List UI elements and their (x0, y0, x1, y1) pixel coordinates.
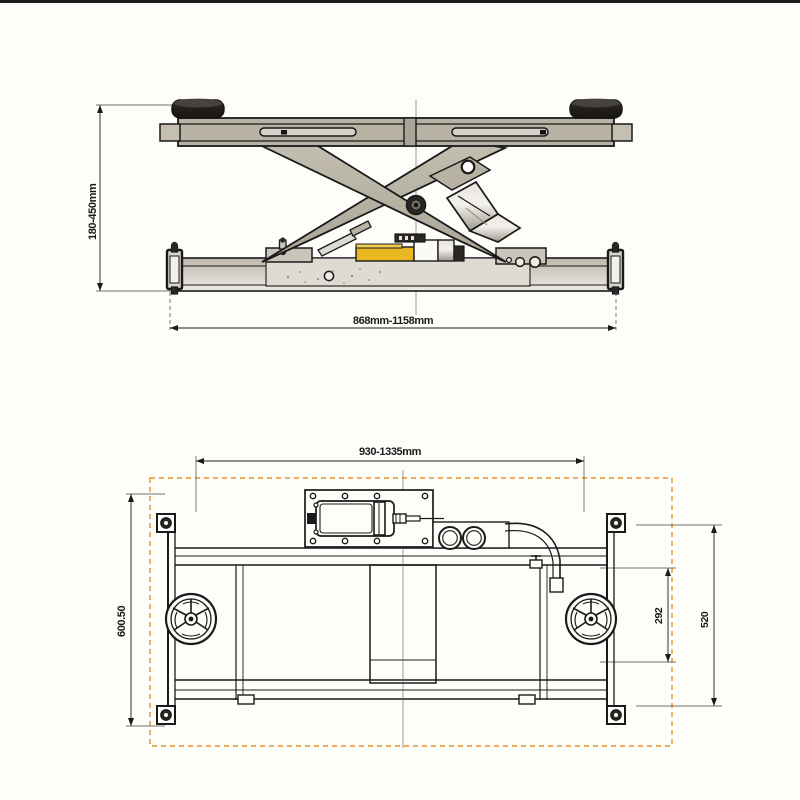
pump-valve-bar (394, 233, 426, 243)
cylinder-mount-lug (307, 513, 316, 524)
hose-terminal-block (549, 577, 564, 593)
lower-tie-rod (317, 220, 372, 257)
mounting-bracket-top-right (606, 513, 626, 533)
platform-width-dimension: 930-1335mm (195, 446, 585, 512)
caster-wheel-left (164, 592, 218, 646)
cylinder-rod (468, 212, 522, 243)
yellow-hydraulic-pump-block (355, 233, 465, 262)
platform-slot-left (259, 127, 357, 137)
inner-track-label: 292 (653, 607, 665, 624)
rubber-lift-pad-left (171, 98, 225, 119)
hose-bracket (529, 555, 543, 569)
base-end-cap-right (606, 241, 625, 295)
outer-track-dimension: 520 (636, 524, 722, 707)
travel-envelope-boundary (149, 477, 673, 747)
arm-wing-pivot-hole (460, 159, 476, 175)
lower-rail-details (237, 694, 536, 705)
inner-track-dimension: 292 (600, 567, 676, 663)
hydraulic-hose (504, 522, 564, 593)
hydraulic-power-unit (304, 489, 444, 548)
scissor-arm-assembly (256, 129, 522, 263)
platform-center-joint (403, 117, 417, 147)
overall-depth-dimension: 600.50 (116, 493, 165, 727)
overall-depth-label: 600.50 (116, 605, 128, 637)
side-elevation-view: 180-450mm (87, 98, 633, 331)
hydraulic-cylinder (445, 180, 522, 243)
pump-housing (413, 239, 439, 262)
base-assembly (165, 237, 625, 295)
caster-wheel-right (564, 592, 618, 646)
base-end-cap-left (165, 241, 184, 295)
right-carriage-roller-b (528, 255, 541, 268)
rubber-lift-pad-right (569, 98, 623, 119)
base-slide-track (265, 257, 531, 287)
right-carriage-roller-a (514, 256, 526, 268)
power-unit-plate-bolts (309, 492, 429, 545)
mounting-bracket-top-left (156, 513, 176, 533)
mounting-bracket-bottom-left (156, 705, 176, 725)
base-length-dimension: 868mm-1158mm (169, 292, 617, 331)
top-edge-bar (0, 0, 800, 3)
mounting-bracket-bottom-right (606, 705, 626, 725)
platform-width-label: 930-1335mm (359, 446, 422, 458)
valve-fittings (432, 521, 510, 550)
lift-height-label: 180-450mm (87, 183, 99, 240)
base-length-label: 868mm-1158mm (353, 315, 434, 327)
pump-motor (437, 239, 455, 262)
lift-height-dimension: 180-450mm (87, 105, 103, 291)
base-rail-texture (286, 268, 381, 284)
outer-track-label: 520 (699, 611, 711, 628)
upper-platform-assembly (159, 98, 633, 147)
center-pivot-hub (405, 194, 427, 216)
plan-view: 930-1335mm 600.50 292 520 (116, 446, 722, 748)
platform-slot-right (451, 127, 549, 137)
left-carriage-roller (323, 270, 335, 282)
